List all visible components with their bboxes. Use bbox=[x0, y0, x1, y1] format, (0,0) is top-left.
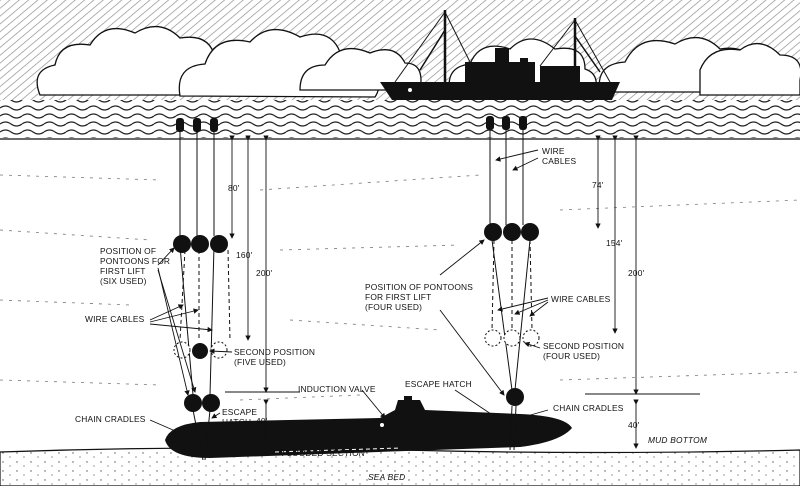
dimension-lines-left bbox=[225, 135, 300, 449]
label-wire-cables-right: WIRE CABLES bbox=[551, 294, 611, 304]
leader-arrows bbox=[149, 149, 549, 441]
depth-label-80: 80' bbox=[228, 183, 240, 193]
label-flooded-section: FLOODED SECTION bbox=[282, 448, 366, 458]
label-mud-bottom: MUD BOTTOM bbox=[648, 435, 708, 445]
depth-label-74: 74' bbox=[592, 180, 604, 190]
label-escape-hatch-left: ESCAPE HATCH bbox=[222, 407, 258, 427]
depth-label-200-left: 200' bbox=[256, 268, 273, 278]
second-position-cables-left bbox=[179, 249, 231, 341]
label-chain-cradles-right: CHAIN CRADLES bbox=[553, 403, 624, 413]
second-position-cables-right bbox=[491, 239, 533, 331]
depth-label-160-left: 160' bbox=[236, 250, 253, 260]
wire-cables-left bbox=[179, 132, 215, 461]
label-pontoons-first-lift-left: POSITION OF PONTOONS FOR FIRST LIFT (SIX… bbox=[100, 246, 171, 286]
dimension-lines-right bbox=[585, 135, 700, 449]
depth-label-200-right: 200' bbox=[628, 268, 645, 278]
label-chain-cradles-left: CHAIN CRADLES bbox=[75, 414, 146, 424]
water-surface bbox=[0, 100, 800, 138]
pontoons-chain-cradles-left bbox=[184, 394, 220, 412]
depth-label-40-left: 40' bbox=[256, 416, 268, 426]
depth-label-154: 154' bbox=[606, 238, 623, 248]
label-induction-valve: INDUCTION VALVE bbox=[298, 384, 376, 394]
surface-floats-left bbox=[176, 118, 218, 132]
depth-label-40-right: 40' bbox=[628, 420, 640, 430]
water-texture bbox=[0, 174, 800, 401]
salvage-ship bbox=[380, 10, 620, 100]
label-wire-cables-top: WIRE CABLES bbox=[542, 146, 577, 166]
label-escape-hatch-right: ESCAPE HATCH bbox=[405, 379, 472, 389]
label-pontoons-first-lift-right: POSITION OF PONTOONS FOR FIRST LIFT (FOU… bbox=[365, 282, 474, 312]
pontoons-second-position-right bbox=[484, 329, 540, 347]
pontoons-first-lift-right bbox=[484, 223, 539, 241]
wire-cables-right bbox=[489, 130, 531, 451]
label-second-position-left: SECOND POSITION (FIVE USED) bbox=[234, 347, 316, 367]
label-second-position-right: SECOND POSITION (FOUR USED) bbox=[543, 341, 625, 361]
surface-floats-right bbox=[486, 116, 527, 130]
label-sea-bed: SEA BED bbox=[368, 472, 406, 482]
pontoon-chain-cradles-right bbox=[506, 388, 524, 406]
label-wire-cables-left: WIRE CABLES bbox=[85, 314, 145, 324]
pontoons-first-lift-left bbox=[173, 235, 228, 253]
